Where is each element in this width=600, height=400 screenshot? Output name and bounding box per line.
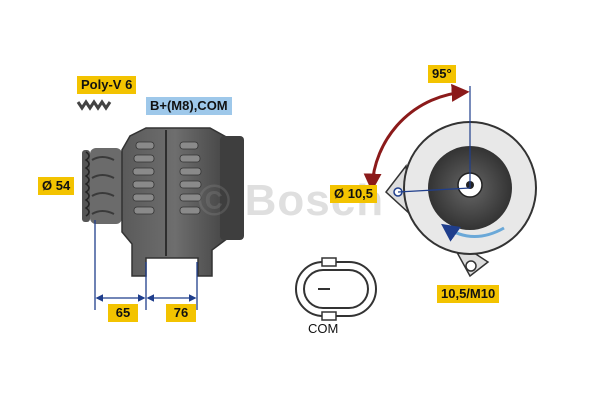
poly-v-belt-icon (76, 99, 112, 111)
connector-label: COM (308, 321, 339, 336)
dimension-lines (94, 220, 198, 310)
alternator-housing (121, 127, 229, 277)
mount-thread-label: 10,5/M10 (437, 285, 500, 303)
alternator-front-view (363, 83, 537, 278)
pulley-grooves (82, 150, 90, 222)
cooling-vents (132, 141, 202, 215)
connector-drawing (295, 257, 377, 321)
angle-arc (363, 83, 470, 192)
pulley (90, 148, 122, 224)
dim-left-label: 65 (108, 304, 138, 322)
angle-label: 95° (428, 65, 456, 83)
rotation-direction-arrow (441, 223, 505, 242)
rear-cover (220, 136, 244, 240)
alternator-side-view (82, 127, 244, 277)
terminal-label: B+(M8),COM (146, 97, 232, 115)
belt-type-label: Poly-V 6 (77, 76, 137, 94)
pulley-diameter-label: Ø 54 (38, 177, 75, 195)
dim-right-label: 76 (166, 304, 196, 322)
mount-hole-label: Ø 10,5 (330, 185, 378, 203)
